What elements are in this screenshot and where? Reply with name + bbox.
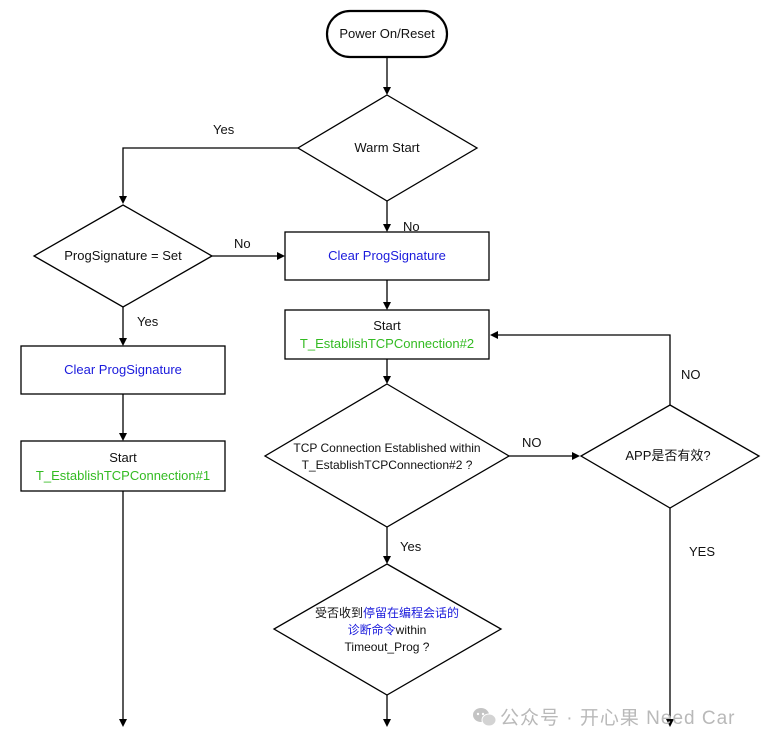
label-app-no: NO — [681, 367, 701, 382]
node-clear-prog-signature-right: Clear ProgSignature — [284, 231, 490, 281]
label-warm-no: No — [403, 219, 420, 234]
start-right-line1: Start — [373, 318, 401, 333]
arrowhead — [383, 87, 391, 95]
watermark-text: 公众号 · 开心果 Need Car — [500, 707, 735, 729]
node-prog-signature-check: ProgSignature = Set — [32, 204, 214, 308]
start-left-line1: Start — [109, 450, 137, 465]
edge-warm-yes — [122, 147, 298, 196]
arrowhead — [383, 376, 391, 384]
clear-prog-signature-right-label: Clear ProgSignature — [328, 248, 446, 263]
arrowhead — [383, 302, 391, 310]
label-app-yes: YES — [689, 544, 715, 559]
power-on-label: Power On/Reset — [339, 26, 435, 41]
clear-prog-signature-left-label: Clear ProgSignature — [64, 362, 182, 377]
received-cmd-line1-blue: 停留在编程会话的 — [363, 605, 459, 620]
arrowhead — [666, 719, 674, 727]
prog-signature-label: ProgSignature = Set — [64, 248, 182, 263]
arrowhead — [490, 331, 498, 339]
arrowhead — [383, 556, 391, 564]
edge-app-no-loop — [498, 334, 671, 405]
node-tcp-check: TCP Connection Established within T_Esta… — [263, 383, 511, 528]
arrowhead — [383, 719, 391, 727]
arrowhead — [572, 452, 580, 460]
node-clear-prog-signature-left: Clear ProgSignature — [20, 345, 226, 395]
watermark: 公众号 · 开心果 Need Car — [473, 707, 735, 729]
label-tcp-yes: Yes — [400, 539, 422, 554]
arrowhead — [119, 338, 127, 346]
received-cmd-line1: 受否收到停留在编程会话的 — [315, 605, 459, 620]
tcp-check-line1: TCP Connection Established within — [293, 441, 480, 455]
label-tcp-no: NO — [522, 435, 542, 450]
node-app-valid: APP是否有效? — [579, 404, 761, 509]
tcp-check-line2: T_EstablishTCPConnection#2 ? — [302, 458, 473, 472]
start-left-line2: T_EstablishTCPConnection#1 — [36, 468, 210, 483]
arrowhead — [277, 252, 285, 260]
received-cmd-line3: Timeout_Prog ? — [345, 640, 430, 654]
node-start-left: Start T_EstablishTCPConnection#1 — [20, 440, 226, 492]
app-valid-label: APP是否有效? — [625, 448, 710, 463]
arrowhead — [119, 196, 127, 204]
warm-start-label: Warm Start — [354, 140, 420, 155]
edges — [119, 57, 674, 727]
received-cmd-line2-black: within — [395, 623, 427, 637]
received-cmd-line2-blue: 诊断命令 — [348, 622, 396, 637]
node-power-on: Power On/Reset — [325, 9, 449, 59]
node-received-cmd: 受否收到停留在编程会话的 诊断命令within Timeout_Prog ? — [272, 563, 503, 696]
node-start-right: Start T_EstablishTCPConnection#2 — [284, 309, 490, 360]
edge-labels: Yes No No Yes NO Yes NO YES — [137, 122, 715, 559]
arrowhead — [119, 433, 127, 441]
start-right-line2: T_EstablishTCPConnection#2 — [300, 336, 474, 351]
wechat-icon — [473, 708, 497, 727]
label-prog-yes: Yes — [137, 314, 159, 329]
node-warm-start: Warm Start — [296, 94, 479, 202]
received-cmd-line2: 诊断命令within — [348, 622, 427, 637]
arrowhead — [119, 719, 127, 727]
received-cmd-line1-black: 受否收到 — [315, 606, 363, 620]
label-warm-yes: Yes — [213, 122, 235, 137]
arrowhead — [383, 224, 391, 232]
label-prog-no: No — [234, 236, 251, 251]
